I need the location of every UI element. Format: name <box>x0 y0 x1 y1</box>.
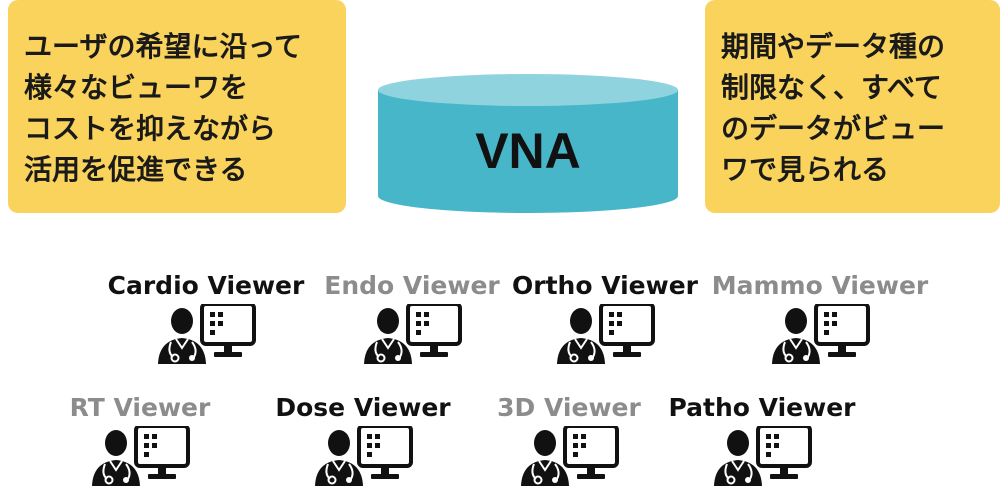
doctor-monitor-icon <box>88 426 192 486</box>
viewer-label: Patho Viewer <box>668 393 856 422</box>
viewer-ortho: Ortho Viewer <box>485 271 725 371</box>
viewer-endo: Endo Viewer <box>292 271 532 371</box>
doctor-monitor-icon <box>360 304 464 364</box>
viewer-dose: Dose Viewer <box>243 393 483 493</box>
vna-archive-cylinder: VNA <box>378 74 678 213</box>
viewer-patho: Patho Viewer <box>642 393 882 493</box>
viewer-label: Endo Viewer <box>324 271 500 300</box>
doctor-monitor-icon <box>768 304 872 364</box>
viewer-label: 3D Viewer <box>497 393 641 422</box>
viewer-label: RT Viewer <box>69 393 211 422</box>
viewer-rt: RT Viewer <box>20 393 260 493</box>
left-callout-line: ユーザの希望に沿って <box>24 30 303 63</box>
doctor-monitor-icon <box>517 426 621 486</box>
doctor-monitor-icon <box>710 426 814 486</box>
viewer-label: Dose Viewer <box>275 393 451 422</box>
viewer-label: Ortho Viewer <box>511 271 699 300</box>
viewer-label: Mammo Viewer <box>711 271 929 300</box>
right-callout-line: 制限なく、すべて <box>721 71 942 104</box>
left-callout-line: 活用を促進できる <box>24 153 248 186</box>
doctor-monitor-icon <box>553 304 657 364</box>
viewer-mammo: Mammo Viewer <box>700 271 940 371</box>
viewer-cardio: Cardio Viewer <box>86 271 326 371</box>
right-callout: 期間やデータ種の 制限なく、すべて のデータがビュー ワで見られる <box>705 0 1000 213</box>
doctor-monitor-icon <box>154 304 258 364</box>
cylinder-top <box>378 74 678 106</box>
vna-label: VNA <box>475 123 581 179</box>
viewer-3d: 3D Viewer <box>449 393 689 493</box>
left-callout: ユーザの希望に沿って 様々なビューワを コストを抑えながら 活用を促進できる <box>8 0 346 213</box>
cylinder-body <box>378 90 678 213</box>
doctor-monitor-icon <box>311 426 415 486</box>
left-callout-line: コストを抑えながら <box>24 112 277 145</box>
right-callout-line: ワで見られる <box>721 153 890 186</box>
right-callout-line: のデータがビュー <box>721 112 946 145</box>
left-callout-line: 様々なビューワを <box>24 71 249 104</box>
right-callout-line: 期間やデータ種の <box>721 30 946 63</box>
viewer-label: Cardio Viewer <box>107 271 305 300</box>
